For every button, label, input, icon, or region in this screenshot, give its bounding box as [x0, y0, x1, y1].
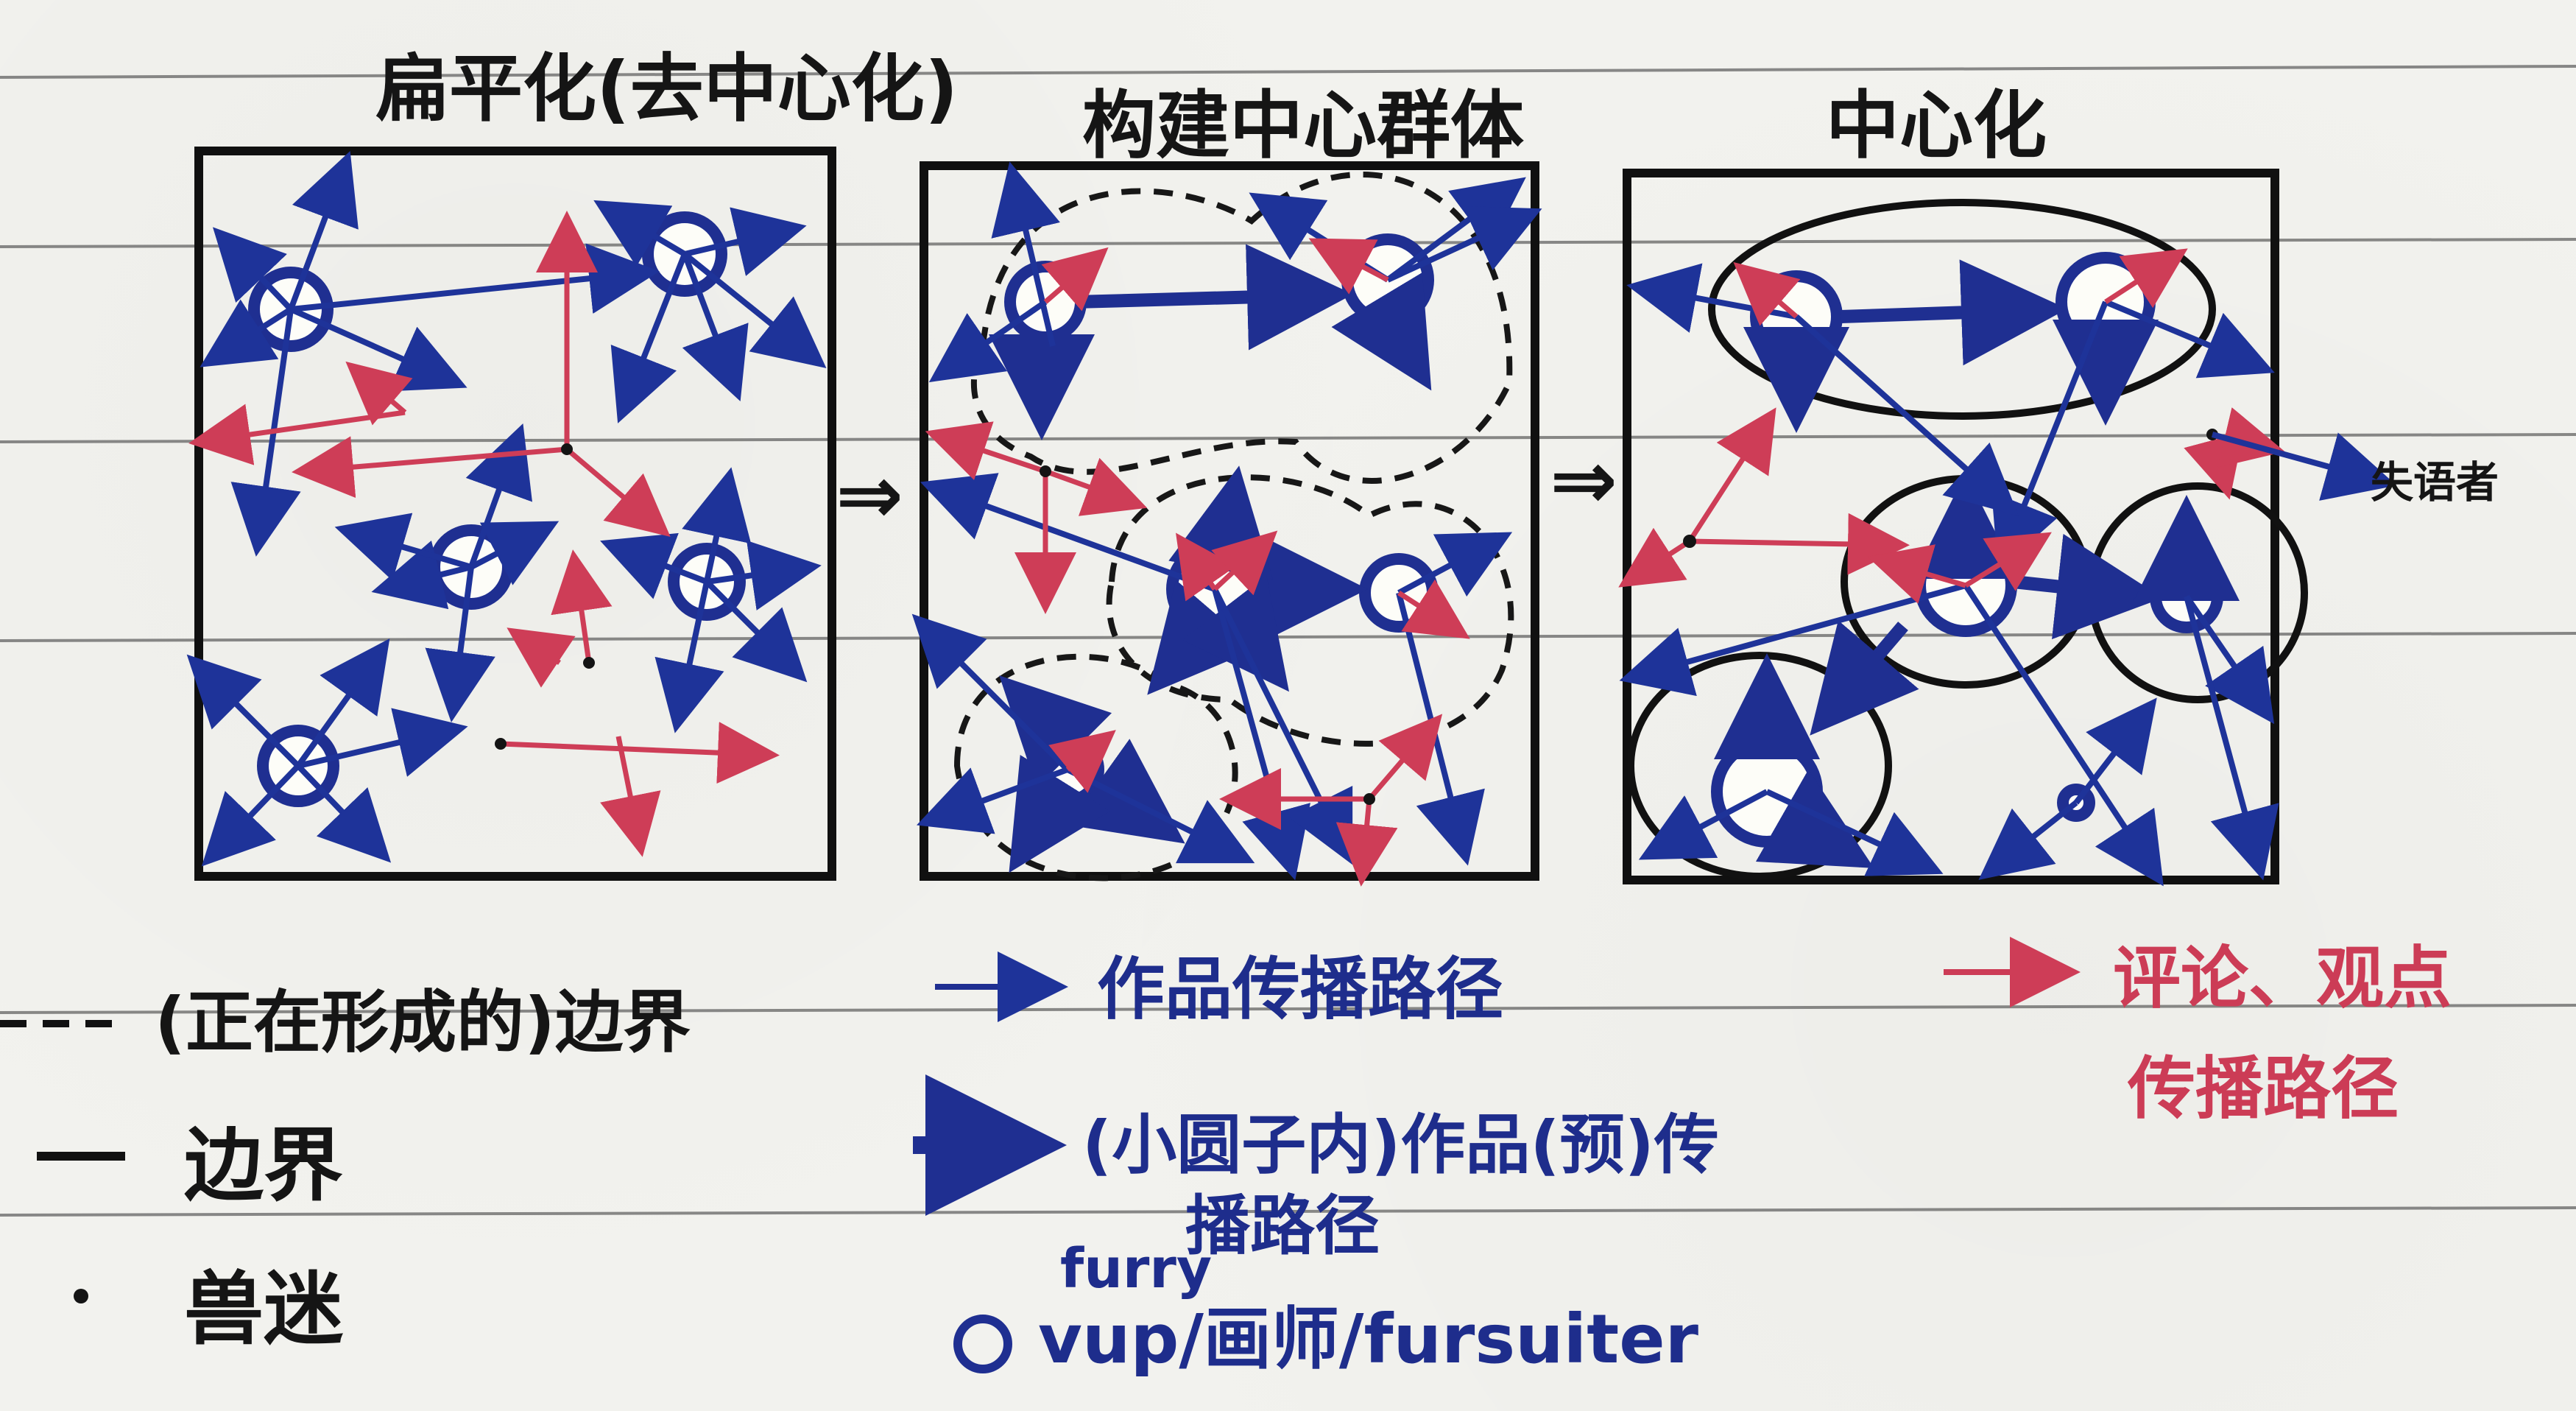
forming-boundary-middle [1106, 474, 1514, 747]
legend-circle-path-line1: (小圆子内)作品(预)传 [1082, 1107, 1719, 1183]
legend-fan-dot [74, 1289, 88, 1303]
legend-left: (正在形成的)边界 边界 兽迷 [0, 983, 691, 1356]
legend-work-path: 作品传播路径 [1097, 950, 1503, 1029]
legend-node-label-top: furry [1060, 1237, 1212, 1301]
legend-boundary: 边界 [184, 1120, 343, 1212]
legend-circle-path-line2: 播路径 [1185, 1188, 1380, 1264]
legend-middle: 作品传播路径 (小圆子内)作品(预)传 播路径 furry vup/画师/fur… [913, 950, 1719, 1379]
panel1-network [186, 151, 827, 867]
stage-arrow-2: ⇒ [1550, 433, 1617, 527]
stage1-title: 扁平化(去中心化) [375, 46, 958, 132]
legend-comment-path-line1: 评论、观点 [2113, 939, 2452, 1018]
stage-arrow-1: ⇒ [836, 448, 903, 542]
stage2-title: 构建中心群体 [1082, 82, 1524, 169]
panel-flat [194, 147, 836, 881]
panel3-network [1618, 199, 2397, 887]
side-note-silent-people: 失语者 [2371, 457, 2499, 507]
legend-right: 评论、观点 传播路径 [1944, 937, 2452, 1128]
legend-node-circle [953, 1315, 1012, 1373]
panel2-network [911, 161, 1542, 887]
notebook-lines [0, 65, 2576, 1217]
stage3-title: 中心化 [1826, 82, 2047, 169]
legend-node-label-bottom: vup/画师/fursuiter [1038, 1300, 1699, 1379]
legend-fan: 兽迷 [184, 1264, 344, 1356]
legend-comment-path-line2: 传播路径 [2127, 1049, 2399, 1128]
boundary-top [1708, 199, 2216, 420]
legend-forming-boundary: (正在形成的)边界 [155, 983, 691, 1062]
panel-centralized [1623, 169, 2279, 884]
